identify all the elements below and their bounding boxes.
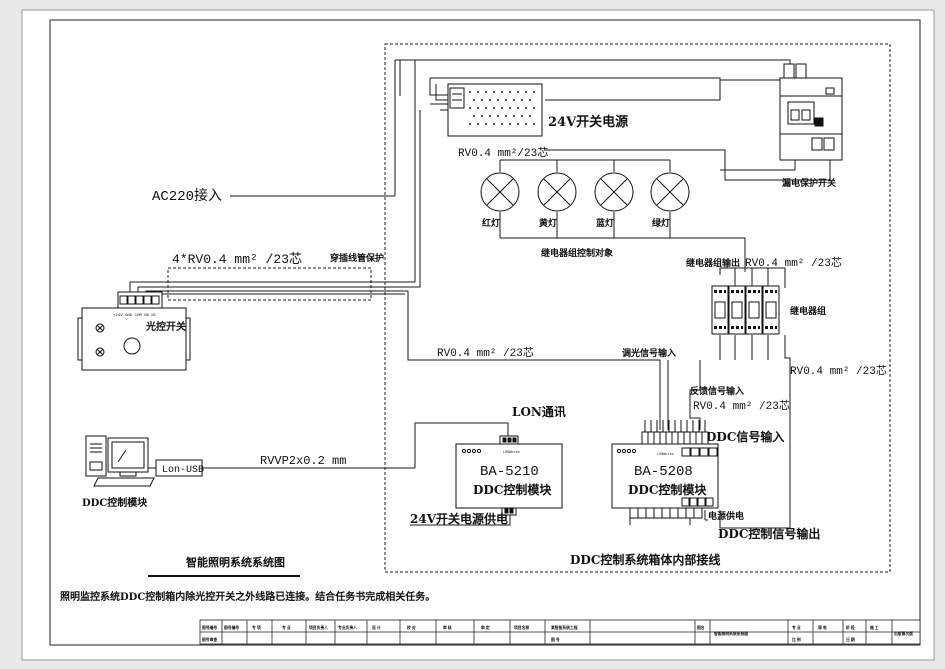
tb-cell: 图 号 (551, 637, 560, 642)
relay-group (711, 285, 780, 335)
drawing-frame (49, 19, 921, 646)
tb-cell: 设 计 (372, 625, 381, 630)
ddc-pc-label: DDC控制模块 (82, 496, 148, 509)
tb-cell: 专 业 (792, 625, 801, 630)
power-supply-label: 24V开关电源 (548, 114, 628, 130)
relay-group-label: 继电器组 (790, 305, 826, 317)
ddc-module-1-label: DDC控制模块 (473, 482, 552, 497)
tb-cell: 项目名称 (514, 625, 529, 630)
rvvp-label: RVVP2x0.2 mm (260, 454, 346, 468)
diagram-title: 智能照明系统系统图 (186, 555, 285, 569)
rv-feedback-label: RV0.4 mm² /23芯 (693, 398, 790, 413)
conduit-marker (167, 267, 372, 301)
leakage-switch (779, 63, 843, 161)
tb-cell: 弱 电 (818, 625, 827, 630)
pc-icon (85, 435, 156, 487)
lamp-red-label: 红灯 (482, 217, 500, 229)
tb-cell: 专 项 (252, 625, 261, 630)
tb-cell: 图号编号 (202, 625, 217, 630)
ac220-label: AC220接入 (152, 187, 222, 205)
tb-cell: 审 核 (443, 625, 452, 630)
leak-switch-label: 漏电保护开关 (782, 177, 836, 189)
lamp-red (480, 172, 520, 212)
photo-switch (77, 291, 191, 371)
cable-4rv-label: 4*RV0.4 mm² /23芯 (172, 252, 302, 267)
ba5208-module (611, 420, 719, 519)
ba5210-module (455, 435, 563, 516)
lamp-blue-label: 蓝灯 (596, 217, 614, 229)
tb-cell: 项目负责人 (309, 625, 328, 630)
dim-input-label: 调光信号输入 (622, 347, 676, 359)
relay-target-label: 继电器组控制对象 (541, 247, 613, 259)
control-box-outline (384, 43, 891, 573)
tb-cell: 施 工 (870, 625, 879, 630)
lamp-green-label: 绿灯 (652, 217, 670, 229)
feedback-input-label: 反馈信号输入 (690, 385, 744, 397)
tb-cell: 校 对 (407, 625, 416, 630)
ba5208-label: BA-5208 (634, 464, 693, 480)
tb-cell: 审 定 (481, 625, 490, 630)
rv-dim-label: RV0.4 mm² /23芯 (437, 345, 534, 360)
tb-cell: 出版第次版 (894, 631, 913, 636)
ba5210-label: BA-5210 (480, 464, 539, 480)
tb-cell: 阶 段 (846, 625, 855, 630)
task-description: 照明监控系统DDC控制箱内除光控开关之外线路已连接。结合任务书完成相关任务。 (60, 590, 435, 603)
power-feed-label: 电源供电 (708, 510, 744, 522)
tb-cell: 日 期 (846, 637, 855, 642)
tb-cell: 图号编号 (224, 625, 239, 630)
relay-output-label: 继电器组输出 (686, 257, 740, 269)
tb-cell: 图号审查 (202, 637, 217, 642)
tb-cell: 智能照明系统系统图 (713, 631, 748, 636)
terminal-labels: +24V GND COM NO NC (113, 314, 157, 318)
title-block-row2: 图号审查 比 例 日 期 图 号 (202, 637, 855, 642)
tb-cell: 某智能系统工程 (550, 625, 578, 630)
box-title-label: DDC控制系统箱体内部接线 (570, 552, 720, 567)
tb-cell: 专业负责人 (338, 625, 357, 630)
lon-usb-label: Lon-USB (162, 465, 204, 476)
title-block (199, 619, 921, 645)
photo-switch-label: 光控开关 (145, 320, 186, 333)
lon-comm-label: LON通讯 (512, 404, 566, 419)
lamp-green (650, 172, 690, 212)
lamp-blue (594, 172, 634, 212)
lamp-yellow-label: 黄灯 (539, 217, 557, 229)
rv-relay-label: RV0.4 mm² /23芯 (745, 255, 842, 270)
lonworks-2: LONWorks (657, 452, 674, 457)
ddc-output-label: DDC控制信号输出 (718, 526, 820, 541)
title-block-row1: 图号编号 图号编号 专 项 专 业 项目负责人 专业负责人 设 计 校 对 审 … (202, 625, 913, 636)
ddc-signal-input-label: DDC信号输入 (706, 429, 784, 444)
rv-right-label: RV0.4 mm² /23芯 (790, 363, 887, 378)
lonworks-1: LONWorks (503, 450, 520, 455)
ddc-module-2-label: DDC控制模块 (628, 482, 707, 497)
tb-cell: 专 业 (282, 625, 291, 630)
tb-cell: 图名 (697, 625, 705, 630)
tb-cell: 比 例 (792, 637, 801, 642)
conduit-label: 穿插线管保护 (330, 252, 384, 264)
lamp-yellow (537, 172, 577, 212)
rv-lamps-label: RV0.4 mm²/23芯 (458, 145, 548, 160)
power-24v-label: 24V开关电源供电 (410, 511, 508, 526)
switching-power-supply (447, 83, 543, 137)
